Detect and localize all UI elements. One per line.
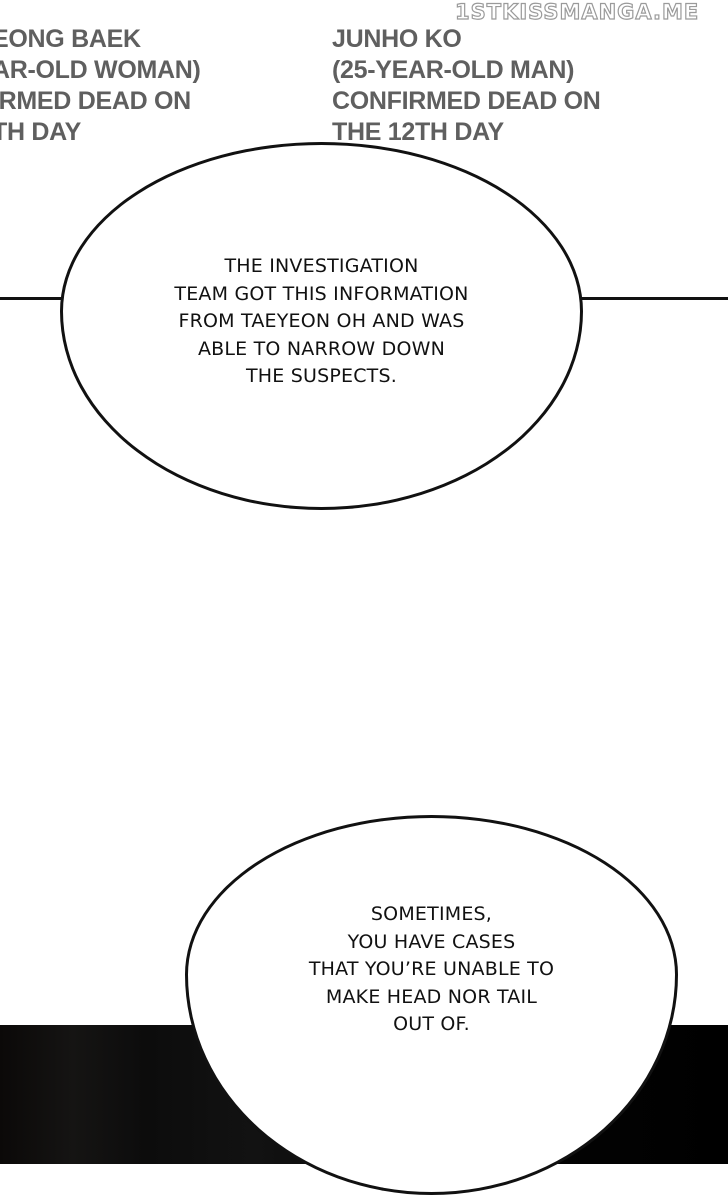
- bubble-line: FROM TAEYEON OH AND WAS: [178, 310, 465, 333]
- bubble-line: OUT OF.: [393, 1013, 470, 1036]
- bubble-text: SOMETIMES, YOU HAVE CASES THAT YOU’RE UN…: [309, 901, 554, 1039]
- caption-line: (25-YEAR-OLD MAN): [332, 56, 575, 84]
- caption-line: IRMED DEAD ON: [0, 87, 191, 115]
- site-watermark: 1STKISSMANGA.ME: [454, 0, 700, 25]
- bubble-line: THE SUSPECTS.: [245, 365, 397, 388]
- victim-caption-right: JUNHO KO (25-YEAR-OLD MAN) CONFIRMED DEA…: [332, 24, 601, 148]
- bubble-text: THE INVESTIGATION TEAM GOT THIS INFORMAT…: [174, 253, 468, 391]
- bubble-line: YOU HAVE CASES: [347, 930, 516, 953]
- speech-bubble-2: SOMETIMES, YOU HAVE CASES THAT YOU’RE UN…: [185, 815, 678, 1195]
- bubble-line: SOMETIMES,: [370, 903, 493, 926]
- caption-line: AR-OLD WOMAN): [0, 56, 201, 84]
- victim-caption-left: EONG BAEK AR-OLD WOMAN) IRMED DEAD ON TH…: [0, 24, 201, 148]
- bubble-line: MAKE HEAD NOR TAIL: [325, 985, 538, 1008]
- caption-line: EONG BAEK: [0, 25, 141, 53]
- caption-line: JUNHO KO: [332, 25, 462, 53]
- caption-line: TH DAY: [0, 118, 81, 146]
- caption-line: CONFIRMED DEAD ON: [332, 87, 601, 115]
- bubble-line: TEAM GOT THIS INFORMATION: [174, 282, 469, 305]
- bubble-line: THE INVESTIGATION: [224, 255, 419, 278]
- bubble-line: THAT YOU’RE UNABLE TO: [308, 958, 555, 981]
- speech-bubble-1: THE INVESTIGATION TEAM GOT THIS INFORMAT…: [60, 142, 583, 510]
- caption-line: THE 12TH DAY: [332, 118, 504, 146]
- bubble-line: ABLE TO NARROW DOWN: [197, 337, 446, 360]
